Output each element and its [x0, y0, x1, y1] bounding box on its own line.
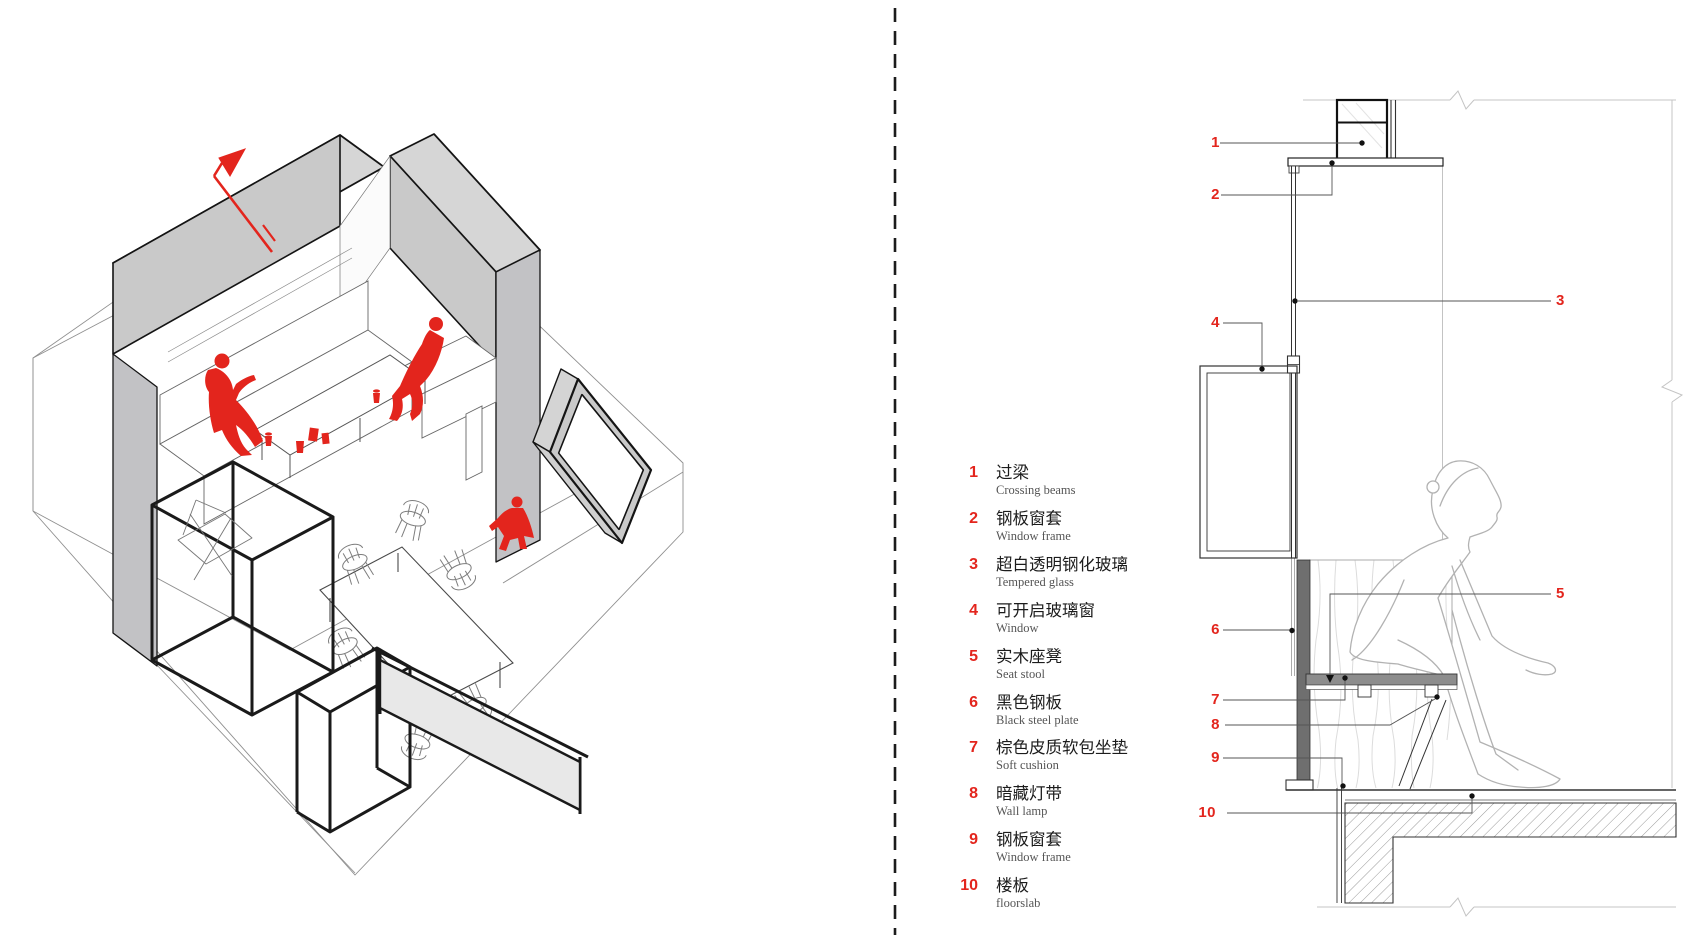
callout-9: 9: [1211, 749, 1220, 766]
figure-walking: [489, 496, 534, 551]
framed-wall-panel: [532, 368, 653, 545]
back-wall-segment: [339, 155, 391, 319]
red-figures: [205, 317, 534, 551]
callout-10: 10: [1198, 804, 1216, 821]
section-cut-arrow-icon: [212, 148, 276, 253]
callout-6: 6: [1211, 621, 1220, 638]
right-pillar: [495, 249, 541, 563]
glass-partition-frames: [150, 460, 589, 834]
lounge-chair: [177, 499, 253, 581]
red-cups: [265, 389, 380, 453]
callout-3: 3: [1556, 292, 1565, 309]
callout-4: 4: [1211, 314, 1220, 331]
figure-seated-woman-bench: [205, 353, 263, 456]
floor-slab: [1286, 788, 1677, 904]
crossing-beam: [1335, 98, 1397, 161]
leader-dots: [1259, 140, 1475, 799]
axon-gray-bulkheads: [112, 133, 541, 667]
balustrade-glass-panel: [378, 658, 582, 812]
openable-window: [1199, 365, 1298, 559]
callout-7: 7: [1211, 691, 1220, 708]
seat-stool: [1305, 673, 1458, 790]
figure-seated-window-seat: [389, 317, 444, 421]
coffee-table: [254, 354, 426, 478]
tempered-glass: [1286, 166, 1301, 676]
callout-1: 1: [1211, 134, 1220, 151]
section-drawing: [1199, 90, 1684, 917]
seated-person-figure: [1349, 460, 1561, 789]
axonometric-drawing: [32, 133, 684, 876]
callout-8: 8: [1211, 716, 1220, 733]
window-frame-head: [1287, 157, 1444, 174]
break-lines: [1303, 90, 1684, 917]
callout-2: 2: [1211, 186, 1220, 203]
callout-5: 5: [1556, 585, 1565, 602]
leader-lines: [1220, 142, 1551, 814]
left-side-column: [112, 353, 158, 667]
black-steel-plate: [1285, 559, 1314, 791]
